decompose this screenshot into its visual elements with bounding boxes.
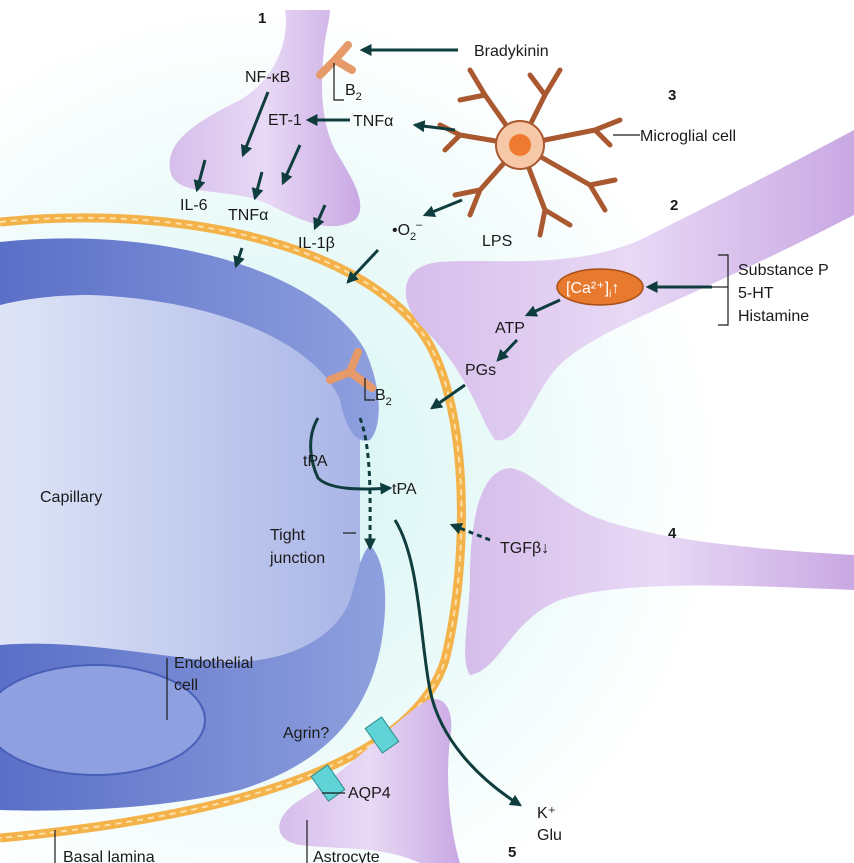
label-tight: Tight	[270, 527, 306, 544]
label-tnfa-top: TNFα	[353, 113, 393, 130]
label-bradykinin: Bradykinin	[474, 43, 549, 60]
label-agrin: Agrin?	[283, 725, 329, 742]
label-tpa-left: tPA	[303, 453, 328, 470]
label-microglial-cell: Microglial cell	[640, 128, 736, 145]
label-et1: ET-1	[268, 112, 302, 129]
label-capillary: Capillary	[40, 489, 102, 506]
label-il6: IL-6	[180, 197, 208, 214]
label-nfkb: NF-κB	[245, 69, 290, 86]
label-endothelial: Endothelial	[174, 655, 253, 672]
marker-4: 4	[668, 525, 677, 542]
label-tpa-right: tPA	[392, 481, 417, 498]
label-lps: LPS	[482, 233, 512, 250]
label-il1b: IL-1β	[298, 235, 335, 252]
label-substance-p: Substance P	[738, 262, 829, 279]
marker-1: 1	[258, 10, 266, 27]
label-aqp4: AQP4	[348, 785, 391, 802]
label-cell: cell	[174, 677, 198, 694]
label-histamine: Histamine	[738, 308, 809, 325]
label-kplus: K⁺	[537, 805, 556, 822]
label-5ht: 5-HT	[738, 285, 774, 302]
label-astrocyte: Astrocyte	[313, 849, 380, 863]
label-pgs: PGs	[465, 362, 496, 379]
marker-2: 2	[670, 197, 678, 214]
label-tgfb: TGFβ↓	[500, 540, 549, 557]
marker-5: 5	[508, 844, 516, 861]
marker-3: 3	[668, 87, 676, 104]
label-glu: Glu	[537, 827, 562, 844]
label-atp: ATP	[495, 320, 525, 337]
label-junction: junction	[269, 550, 325, 567]
label-basal-lamina: Basal lamina	[63, 849, 155, 863]
label-tnfa-mid: TNFα	[228, 207, 268, 224]
